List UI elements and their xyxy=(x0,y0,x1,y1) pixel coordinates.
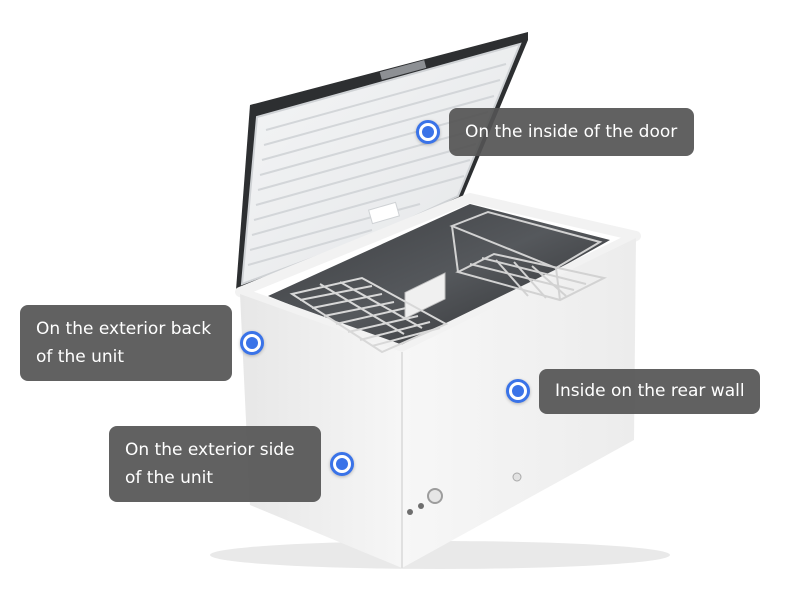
label-rear-wall-text: Inside on the rear wall xyxy=(555,381,745,401)
right-wire-basket xyxy=(449,210,607,302)
floor-shadow xyxy=(210,541,670,569)
label-exterior-side-line2: of the unit xyxy=(125,468,214,488)
label-exterior-side: On the exterior side of the unit xyxy=(109,426,321,502)
hotspot-dot xyxy=(336,458,348,470)
label-exterior-back-line1: On the exterior back xyxy=(36,319,212,339)
hotspot-marker-inside-door[interactable] xyxy=(416,120,440,144)
label-exterior-back: On the exterior back of the unit xyxy=(20,305,232,381)
label-inside-door: On the inside of the door xyxy=(449,108,694,156)
freezer-lid xyxy=(236,32,528,290)
label-inside-door-text: On the inside of the door xyxy=(465,122,678,142)
hotspot-dot xyxy=(246,337,258,349)
label-exterior-back-line2: of the unit xyxy=(36,347,125,367)
hotspot-marker-exterior-side[interactable] xyxy=(330,452,354,476)
hotspot-dot xyxy=(422,126,434,138)
left-wire-basket xyxy=(289,276,449,354)
label-exterior-side-line1: On the exterior side xyxy=(125,440,295,460)
hotspot-marker-rear-wall[interactable] xyxy=(506,379,530,403)
hotspot-marker-exterior-back[interactable] xyxy=(240,331,264,355)
label-rear-wall: Inside on the rear wall xyxy=(539,369,760,414)
hotspot-dot xyxy=(512,385,524,397)
